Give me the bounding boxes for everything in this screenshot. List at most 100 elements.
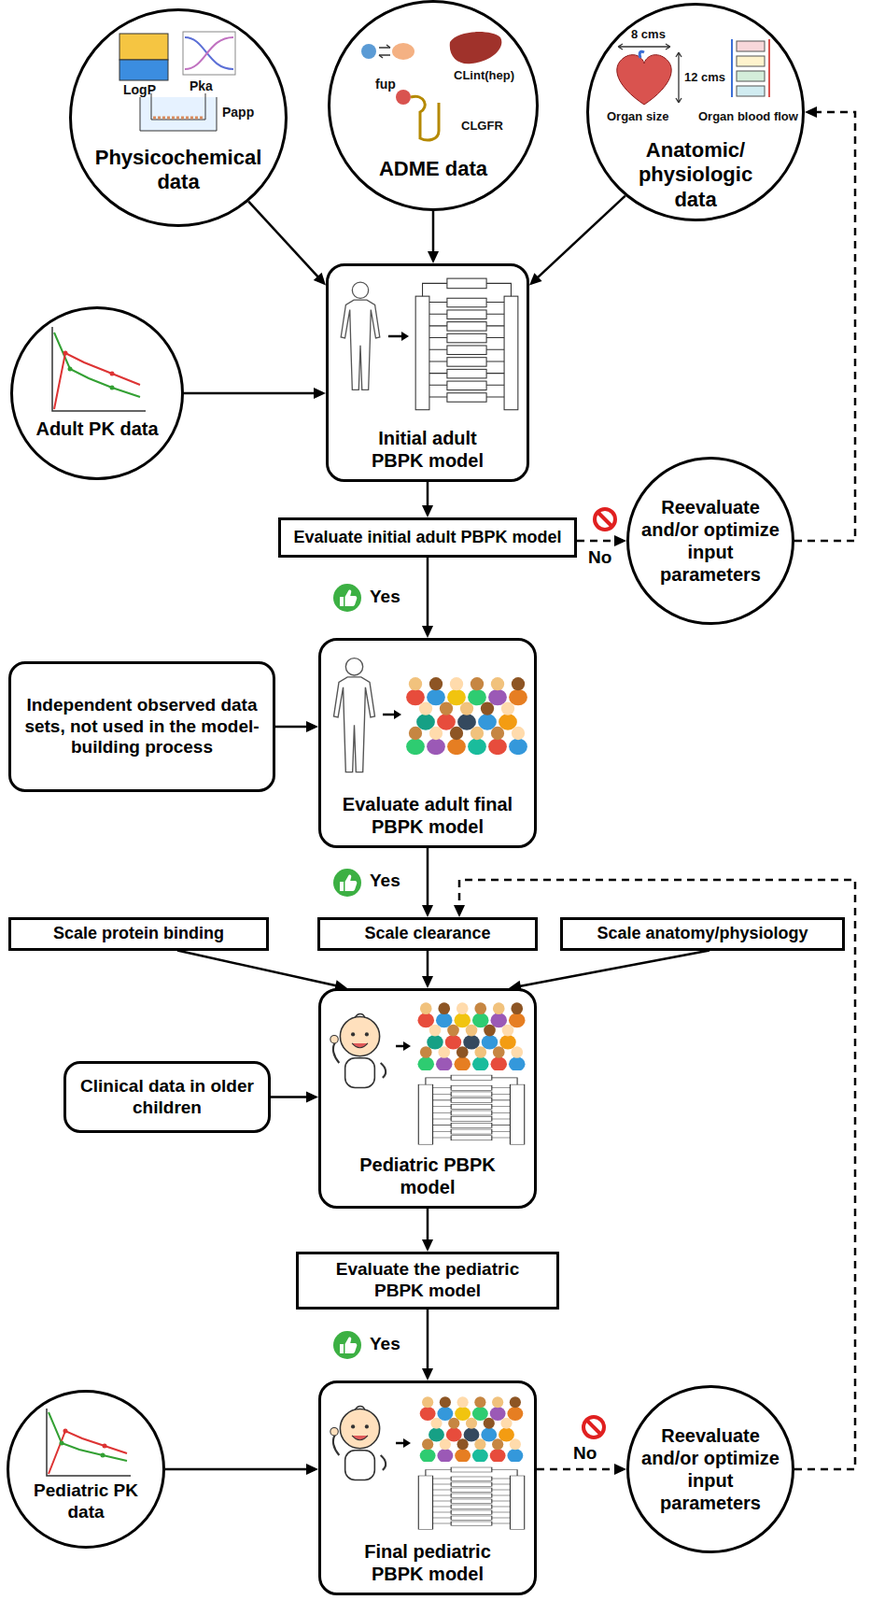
input-box: Clinical data in older children — [63, 1060, 271, 1133]
connector-line — [536, 1467, 618, 1471]
connector-arrow — [421, 847, 434, 917]
connector-line — [432, 210, 436, 254]
arrow-head — [306, 720, 319, 732]
node-label: Evaluate initial adult PBPK model — [293, 527, 562, 548]
connector-line — [576, 539, 618, 543]
connector-arrow — [427, 210, 439, 264]
connector-line — [426, 950, 430, 979]
model-box: Initial adult PBPK model — [325, 263, 530, 482]
node-label: Anatomic/ physiologic data — [625, 138, 766, 212]
data-circle: ADME data — [327, 0, 539, 211]
connector-line — [426, 557, 430, 629]
connector-line — [275, 725, 310, 729]
illustration-label: fup — [375, 76, 396, 92]
pediatric-pk-chart — [46, 1407, 131, 1476]
node-label: Initial adult PBPK model — [357, 426, 498, 472]
edge-label: Yes — [367, 586, 403, 608]
connector-line — [183, 392, 317, 395]
node-label: Independent observed data sets, not used… — [20, 694, 264, 759]
decision-circle: Reevaluate and/or optimize input paramet… — [626, 456, 795, 625]
arrow-head — [421, 904, 434, 917]
connector-arrow — [270, 1091, 319, 1103]
connector-line — [426, 1208, 430, 1242]
process-box: Evaluate the pediatric PBPK model — [295, 1250, 560, 1309]
connector-arrow — [794, 106, 856, 541]
connector-arrow — [421, 1208, 434, 1251]
connector-arrow — [248, 201, 326, 286]
arrow-head — [421, 625, 434, 638]
node-label: Adult PK data — [22, 417, 172, 440]
connector-line — [518, 950, 710, 987]
connector-arrow — [421, 1308, 434, 1380]
connector-line — [270, 1095, 310, 1098]
model-box: Pediatric PBPK model — [318, 987, 537, 1209]
arrow-head — [453, 904, 465, 917]
data-circle: Adult PK data — [10, 306, 184, 480]
arrow-head — [306, 1462, 319, 1475]
process-box: Evaluate initial adult PBPK model — [278, 517, 577, 558]
node-label: Clinical data in older children — [75, 1075, 259, 1119]
node-label: Scale clearance — [364, 923, 491, 944]
arrow-head — [313, 272, 326, 286]
edge-label: No — [571, 1442, 599, 1464]
connector-line — [535, 196, 625, 280]
node-label: Reevaluate and/or optimize input paramet… — [635, 1423, 786, 1514]
arrow-head — [313, 387, 326, 399]
arrow-head — [427, 251, 439, 264]
node-label: Reevaluate and/or optimize input paramet… — [635, 495, 786, 586]
arrow-head — [614, 1462, 627, 1475]
node-label: Scale protein binding — [53, 923, 225, 944]
model-box: Evaluate adult final PBPK model — [318, 637, 537, 848]
arrow-head — [306, 1091, 319, 1103]
illustration-label: Organ size — [606, 110, 669, 125]
connector-line — [426, 1308, 430, 1371]
pk-chart — [52, 326, 146, 411]
node-label: Evaluate adult final PBPK model — [329, 792, 526, 838]
illustration-label: 8 cms — [631, 28, 666, 43]
data-circle: Pediatric PK data — [6, 1389, 166, 1548]
node-label: Pediatric PK data — [29, 1479, 142, 1523]
connector-arrow — [421, 557, 434, 638]
connector-arrow — [165, 1462, 319, 1475]
process-box: Scale clearance — [317, 916, 538, 951]
node-label: Evaluate the pediatric PBPK model — [324, 1258, 531, 1302]
illustration-label: Organ blood flow — [698, 110, 799, 125]
illustration-label: 12 cms — [684, 70, 726, 85]
anatomy-illustration — [617, 39, 770, 105]
connector-arrow — [177, 950, 348, 991]
connector-arrow — [536, 1462, 627, 1475]
arrow-head — [421, 505, 434, 518]
connector-arrow — [275, 720, 319, 732]
connector-arrow — [183, 387, 326, 399]
connector-line — [165, 1467, 310, 1471]
connector-line — [177, 950, 338, 986]
edge-label: Yes — [367, 870, 403, 892]
node-label: Scale anatomy/physiology — [596, 923, 808, 944]
connector-arrow — [508, 950, 710, 992]
arrow-head — [529, 272, 543, 285]
illustration-label: LogP — [123, 82, 156, 98]
connector-arrow — [421, 481, 434, 518]
edge-label: No — [586, 547, 614, 569]
connector-arrow — [529, 196, 626, 286]
connector-line — [426, 481, 430, 508]
node-label: Pediatric PBPK model — [348, 1152, 507, 1198]
node-label: Final pediatric PBPK model — [348, 1539, 507, 1585]
illustration-label: Papp — [222, 104, 254, 120]
process-box: Scale protein binding — [8, 916, 269, 951]
node-label: Physicochemical data — [84, 145, 272, 196]
process-box: Scale anatomy/physiology — [560, 916, 845, 951]
input-box: Independent observed data sets, not used… — [8, 660, 276, 792]
arrow-head — [421, 975, 434, 988]
connector-line — [248, 201, 320, 279]
data-circle: Physicochemical data — [69, 8, 288, 227]
edge-label: Yes — [367, 1333, 403, 1355]
illustration-label: CLint(hep) — [453, 69, 515, 84]
model-box: Final pediatric PBPK model — [318, 1379, 537, 1595]
arrow-head — [421, 1238, 434, 1251]
connector-arrow — [576, 534, 627, 547]
illustration-label: CLGFR — [461, 119, 504, 134]
arrow-head — [421, 1367, 434, 1380]
arrow-head — [804, 106, 817, 118]
